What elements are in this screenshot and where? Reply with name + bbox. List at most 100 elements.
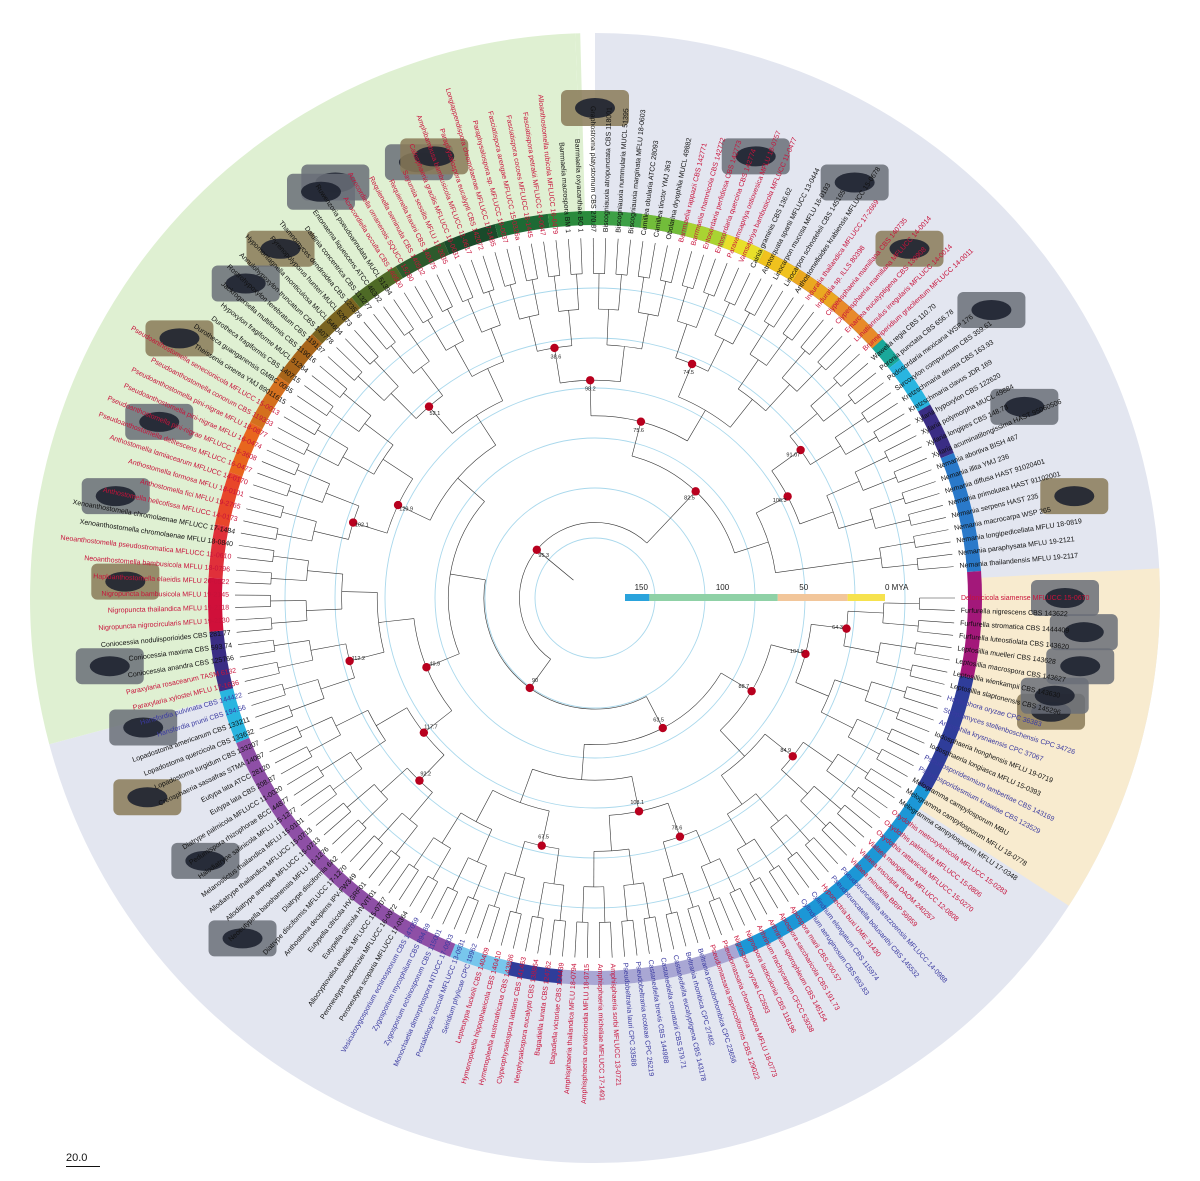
branch-radial: [415, 286, 433, 317]
branch-radial: [251, 695, 285, 706]
branch-radial: [381, 768, 407, 792]
branch-radial: [238, 640, 273, 645]
branch-radial: [448, 269, 463, 301]
branch-radial: [914, 530, 949, 537]
branch-radial: [696, 294, 708, 327]
branch-radial: [644, 919, 649, 954]
branch-radial: [875, 520, 910, 529]
branch-radial: [237, 558, 272, 562]
node-age-label: 74.5: [683, 370, 694, 376]
branch-radial: [810, 446, 840, 465]
branch-radial: [709, 902, 722, 935]
branch-radial: [542, 811, 549, 846]
time-tick-label: 50: [799, 583, 808, 592]
specimen-stroma-11: [1060, 656, 1100, 676]
branch-radial: [649, 243, 655, 278]
branch-radial: [476, 790, 493, 821]
branch-radial: [399, 870, 418, 900]
branch-radial: [904, 697, 938, 708]
branch-radial: [432, 887, 448, 919]
branch-radial: [917, 554, 952, 558]
branch-radial: [278, 660, 313, 668]
branch-radial: [818, 336, 842, 362]
branch-radial: [277, 534, 312, 541]
branch-radial: [466, 901, 479, 934]
branch-radial: [909, 505, 943, 514]
branch-radial: [275, 747, 307, 763]
branch-radial: [735, 273, 750, 305]
branch-radial: [248, 684, 282, 693]
branch-radial: [447, 309, 463, 341]
branch-radial: [337, 347, 363, 372]
branch-radial: [345, 339, 370, 365]
branch-radial: [262, 461, 295, 474]
branch-radial: [577, 274, 579, 309]
branch-radial: [289, 491, 323, 503]
branch-radial: [796, 682, 829, 696]
branch-radial: [830, 822, 856, 847]
branch-radial: [688, 909, 698, 943]
branch-radial: [243, 521, 278, 529]
branch-radial: [905, 493, 939, 503]
branch-radial: [450, 574, 485, 580]
branch-radial: [362, 799, 388, 824]
branch-radial: [863, 477, 896, 490]
specimen-stroma-7: [971, 300, 1011, 320]
branch-radial: [587, 922, 588, 958]
node-age-label: 64.3: [832, 625, 843, 631]
branch-radial: [364, 322, 387, 349]
branch-radial: [855, 457, 887, 472]
branch-radial: [638, 241, 643, 276]
branch-radial: [264, 726, 297, 740]
branch-radial: [655, 917, 662, 952]
node-support-dot: [538, 841, 546, 849]
node-age-label: 52.1: [430, 411, 441, 417]
branch-radial: [391, 346, 413, 374]
branch-radial: [884, 603, 920, 604]
node-age-label: 67.5: [538, 834, 549, 840]
branch-radial: [242, 662, 277, 669]
branch-radial: [250, 497, 284, 507]
branch-radial: [898, 470, 931, 483]
branch-radial: [489, 908, 499, 942]
branch-radial: [803, 742, 832, 762]
branch-radial: [740, 888, 756, 920]
branch-radial: [306, 609, 342, 611]
branch-radial: [297, 470, 330, 484]
branch-radial: [239, 545, 274, 550]
scale-bar-label: 20.0: [66, 1152, 87, 1164]
branch-radial: [442, 813, 461, 843]
branch-radial: [287, 766, 317, 784]
branch-radial: [624, 885, 628, 920]
branch-radial: [755, 285, 772, 316]
branch-radial: [291, 698, 324, 710]
branch-radial: [790, 413, 817, 436]
branch-radial: [358, 376, 384, 400]
branch-radial: [510, 285, 519, 319]
branch-radial: [882, 564, 917, 568]
branch-radial: [894, 458, 927, 472]
node-support-dot: [676, 832, 684, 840]
branch-radial: [235, 583, 271, 585]
branch-radial: [538, 882, 544, 917]
branch-radial: [766, 337, 787, 366]
branch-radial: [764, 291, 783, 321]
branch-radial: [889, 447, 921, 462]
branch-radial: [629, 849, 634, 884]
branch-radial: [644, 883, 650, 918]
branch-radial: [378, 813, 402, 839]
branch-radial: [632, 422, 641, 456]
branch-radial: [476, 415, 495, 445]
branch-radial: [391, 393, 416, 418]
branch-radial: [569, 310, 572, 345]
branch-radial: [519, 246, 527, 281]
branch-radial: [871, 682, 905, 692]
branch-radial: [918, 632, 953, 636]
branch-radial: [775, 558, 881, 573]
time-tick-label: 150: [635, 583, 649, 592]
branch-radial: [622, 921, 625, 956]
branch-radial: [443, 892, 458, 924]
node-support-dot: [415, 776, 423, 784]
branch-radial: [880, 542, 915, 548]
branch-radial: [342, 592, 378, 593]
